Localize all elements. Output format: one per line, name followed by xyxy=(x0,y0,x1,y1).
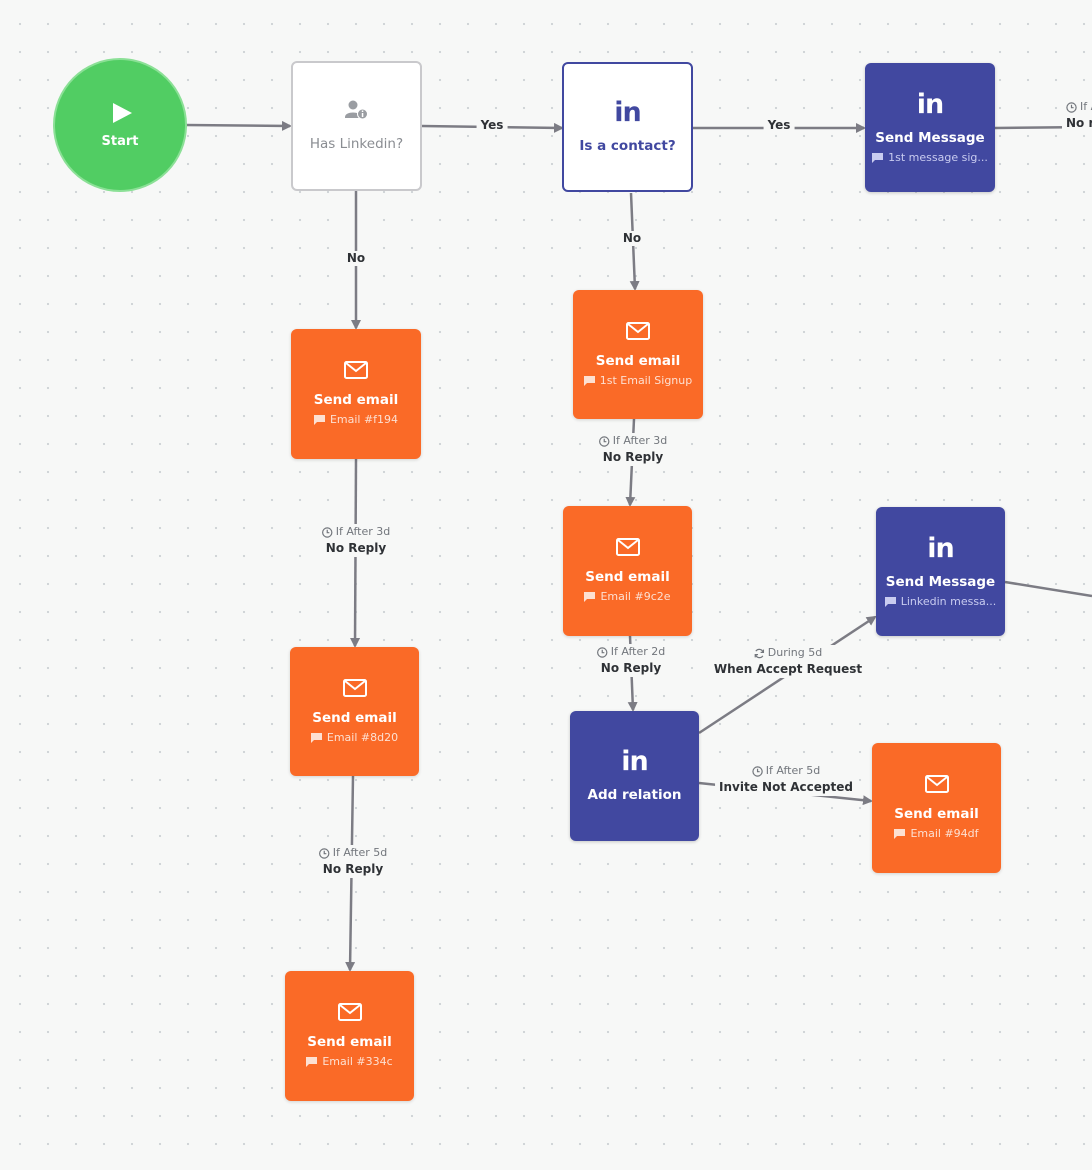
edge-send-message-2-out xyxy=(1004,580,1092,598)
envelope-icon xyxy=(337,1003,362,1021)
clock-icon xyxy=(752,765,763,777)
play-icon xyxy=(113,102,132,123)
edge-label-no: No xyxy=(342,251,370,266)
message-icon xyxy=(584,592,596,602)
node-title: Has Linkedin? xyxy=(309,136,404,152)
node-title: Is a contact? xyxy=(579,138,676,154)
linkedin-icon: in xyxy=(621,746,649,777)
node-title: Send Message xyxy=(875,129,985,146)
edge-label-after-3d: If After 3d No Reply xyxy=(594,433,672,466)
node-subtitle: Email #9c2e xyxy=(584,590,671,604)
send-email-node[interactable]: Send email Email #94df xyxy=(872,743,1001,873)
node-title: Send email xyxy=(312,709,397,726)
edge-label-after-5d: If After 5d No Reply xyxy=(314,845,392,878)
edge-label-after-3d: If After 3d No Reply xyxy=(317,524,395,557)
linkedin-icon: in xyxy=(614,97,642,128)
message-icon xyxy=(313,415,325,425)
edge-label-after-5d: If After 5d Invite Not Accepted xyxy=(715,763,857,796)
edge-label-no: No xyxy=(618,231,646,246)
node-title: Send email xyxy=(894,806,979,822)
edge-label-after-2d: If After 2d No Reply xyxy=(592,644,670,677)
start-label: Start xyxy=(101,133,139,149)
edge-label-yes: Yes xyxy=(476,118,508,133)
linkedin-icon: in xyxy=(916,88,945,120)
envelope-icon xyxy=(342,678,367,697)
envelope-icon xyxy=(344,361,368,379)
edge-label-during-5d: During 5d When Accept Request xyxy=(709,645,867,678)
has-linkedin-node[interactable]: Has Linkedin? xyxy=(291,61,422,191)
message-icon xyxy=(884,596,896,607)
message-icon xyxy=(894,829,906,839)
node-subtitle: Email #f194 xyxy=(313,413,398,427)
node-title: Send email xyxy=(595,352,681,369)
send-email-node[interactable]: Send email Email #8d20 xyxy=(290,647,419,776)
refresh-icon xyxy=(754,648,764,658)
node-subtitle: Email #8d20 xyxy=(310,731,398,745)
start-node[interactable]: Start xyxy=(55,60,185,190)
envelope-icon xyxy=(626,321,650,340)
node-subtitle: Linkedin messa... xyxy=(884,595,996,609)
node-title: Add relation xyxy=(587,787,682,803)
clock-icon xyxy=(322,526,333,538)
node-title: Send email xyxy=(307,1034,392,1050)
node-subtitle: 1st message sig... xyxy=(872,151,988,165)
node-title: Send email xyxy=(313,392,399,408)
user-info-icon xyxy=(344,100,368,120)
send-email-node[interactable]: Send email 1st Email Signup xyxy=(573,290,703,419)
edge-label-after-4d: If After 4d No reply xyxy=(1062,99,1092,132)
clock-icon xyxy=(597,646,608,658)
message-icon xyxy=(310,732,322,743)
send-message-node[interactable]: in Send Message 1st message sig... xyxy=(865,63,995,192)
message-icon xyxy=(306,1057,318,1067)
clock-icon xyxy=(319,847,330,859)
edge-label-yes: Yes xyxy=(763,118,795,133)
node-title: Send email xyxy=(585,569,670,585)
envelope-icon xyxy=(615,538,640,556)
add-relation-node[interactable]: in Add relation xyxy=(570,711,699,841)
send-email-node[interactable]: Send email Email #334c xyxy=(285,971,414,1101)
node-subtitle: Email #334c xyxy=(306,1055,393,1069)
node-subtitle: Email #94df xyxy=(894,827,979,841)
send-email-node[interactable]: Send email Email #9c2e xyxy=(563,506,692,636)
node-subtitle: 1st Email Signup xyxy=(583,374,692,388)
clock-icon xyxy=(599,435,610,447)
message-icon xyxy=(872,152,884,163)
envelope-icon xyxy=(924,775,949,793)
is-contact-node[interactable]: in Is a contact? xyxy=(562,62,693,192)
clock-icon xyxy=(1066,101,1077,113)
send-message-node[interactable]: in Send Message Linkedin messa... xyxy=(876,507,1005,636)
send-email-node[interactable]: Send email Email #f194 xyxy=(291,329,421,459)
message-icon xyxy=(583,375,595,386)
edge-start-to-has-linkedin xyxy=(184,120,292,131)
linkedin-icon: in xyxy=(927,532,955,564)
node-title: Send Message xyxy=(885,573,996,590)
